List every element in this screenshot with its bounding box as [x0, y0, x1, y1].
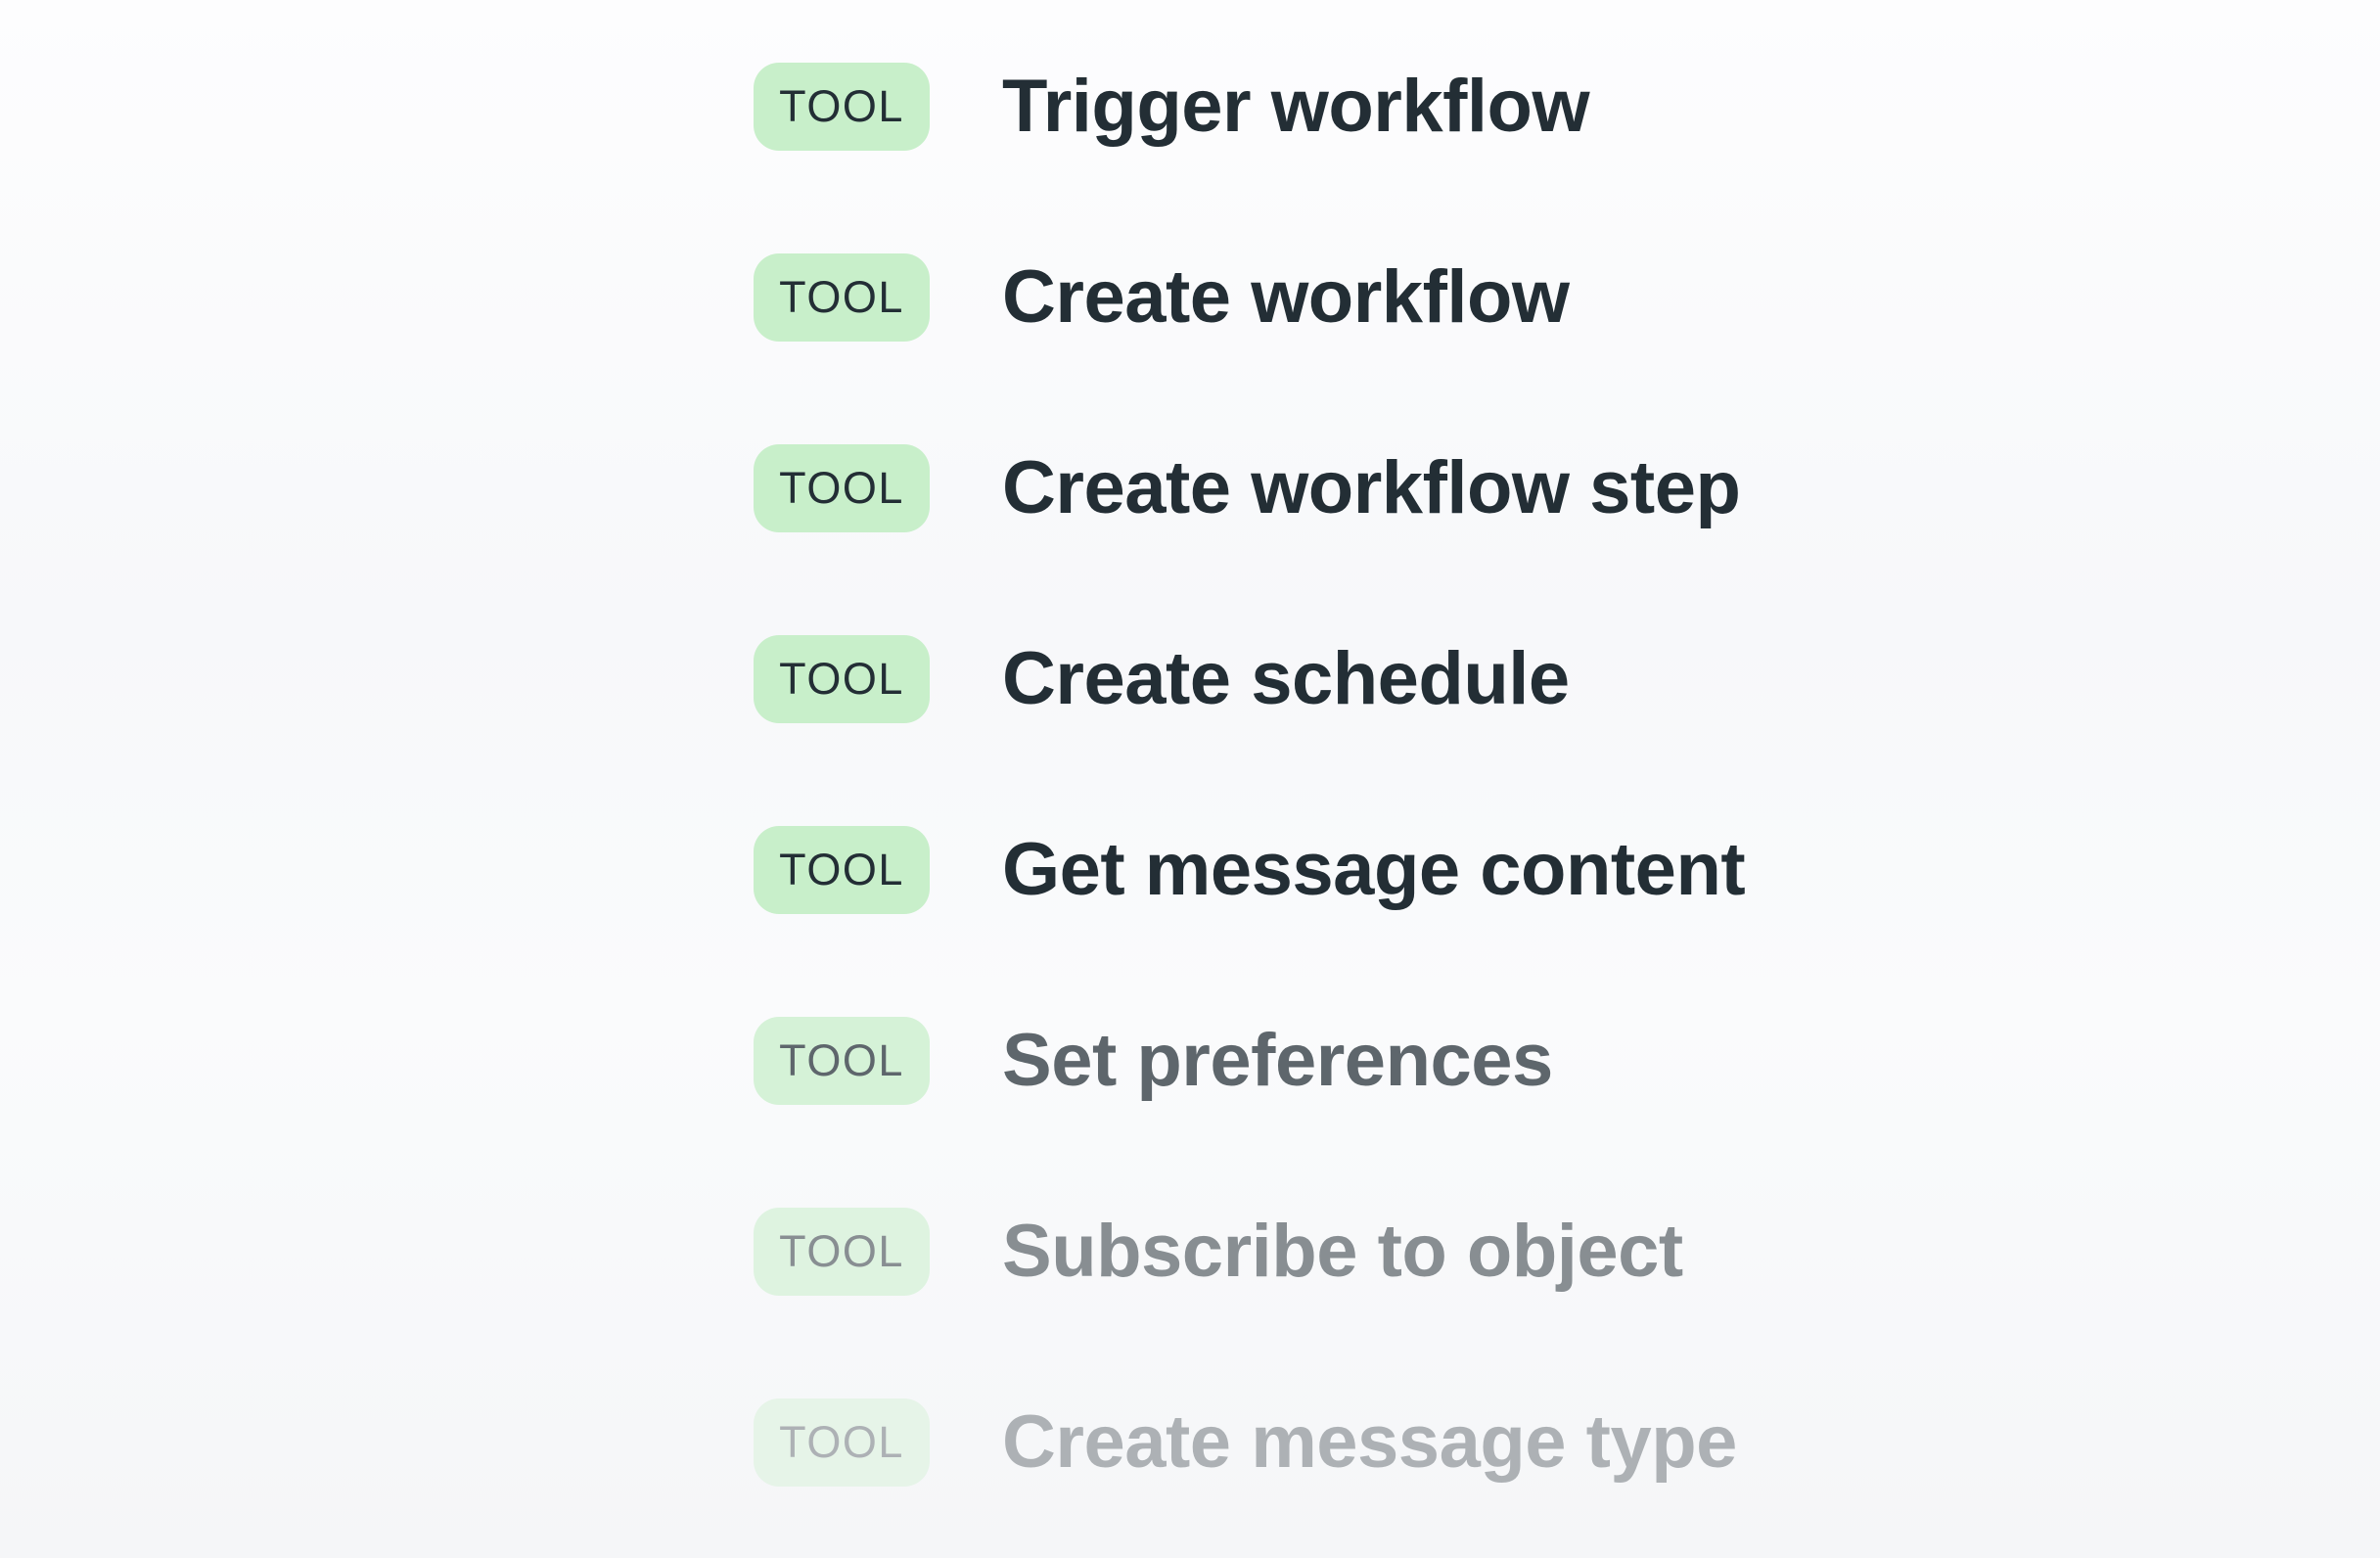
tool-label: Trigger workflow	[1002, 65, 1590, 148]
tool-badge: TOOL	[754, 826, 930, 914]
tool-label: Get message content	[1002, 828, 1746, 911]
tool-badge-label: TOOL	[779, 1035, 904, 1085]
tool-badge-label: TOOL	[779, 1417, 904, 1467]
tool-badge: TOOL	[754, 63, 930, 151]
tool-list-item[interactable]: TOOL Create workflow step	[754, 444, 1745, 532]
tool-badge-label: TOOL	[779, 463, 904, 513]
tool-badge: TOOL	[754, 444, 930, 532]
tool-list-item[interactable]: TOOL Create schedule	[754, 635, 1745, 723]
tool-label: Subscribe to object	[1002, 1210, 1683, 1293]
tool-badge: TOOL	[754, 1017, 930, 1105]
tool-list-item[interactable]: TOOL Set preferences	[754, 1017, 1745, 1105]
tool-label: Create message type	[1002, 1400, 1737, 1484]
tool-list-item[interactable]: TOOL Get message content	[754, 826, 1746, 914]
tool-list-item[interactable]: TOOL Create message type	[754, 1398, 1745, 1487]
tool-list-item[interactable]: TOOL Trigger workflow	[754, 63, 1745, 151]
tool-badge: TOOL	[754, 1208, 930, 1296]
tool-badge-label: TOOL	[779, 654, 904, 704]
tool-badge: TOOL	[754, 1398, 930, 1487]
tool-label: Create workflow step	[1002, 446, 1741, 529]
tool-label: Create schedule	[1002, 637, 1570, 720]
tool-label: Set preferences	[1002, 1019, 1553, 1102]
tool-badge-label: TOOL	[779, 272, 904, 322]
tool-badge-label: TOOL	[779, 81, 904, 131]
tool-badge-label: TOOL	[779, 1226, 904, 1276]
tool-badge: TOOL	[754, 635, 930, 723]
tool-list-item[interactable]: TOOL Subscribe to object	[754, 1208, 1745, 1296]
tool-label: Create workflow	[1002, 255, 1570, 339]
tool-badge-label: TOOL	[779, 845, 904, 894]
tool-list: TOOL Trigger workflow TOOL Create workfl…	[754, 63, 1746, 1487]
tool-badge: TOOL	[754, 253, 930, 342]
tool-list-item[interactable]: TOOL Create workflow	[754, 253, 1745, 342]
